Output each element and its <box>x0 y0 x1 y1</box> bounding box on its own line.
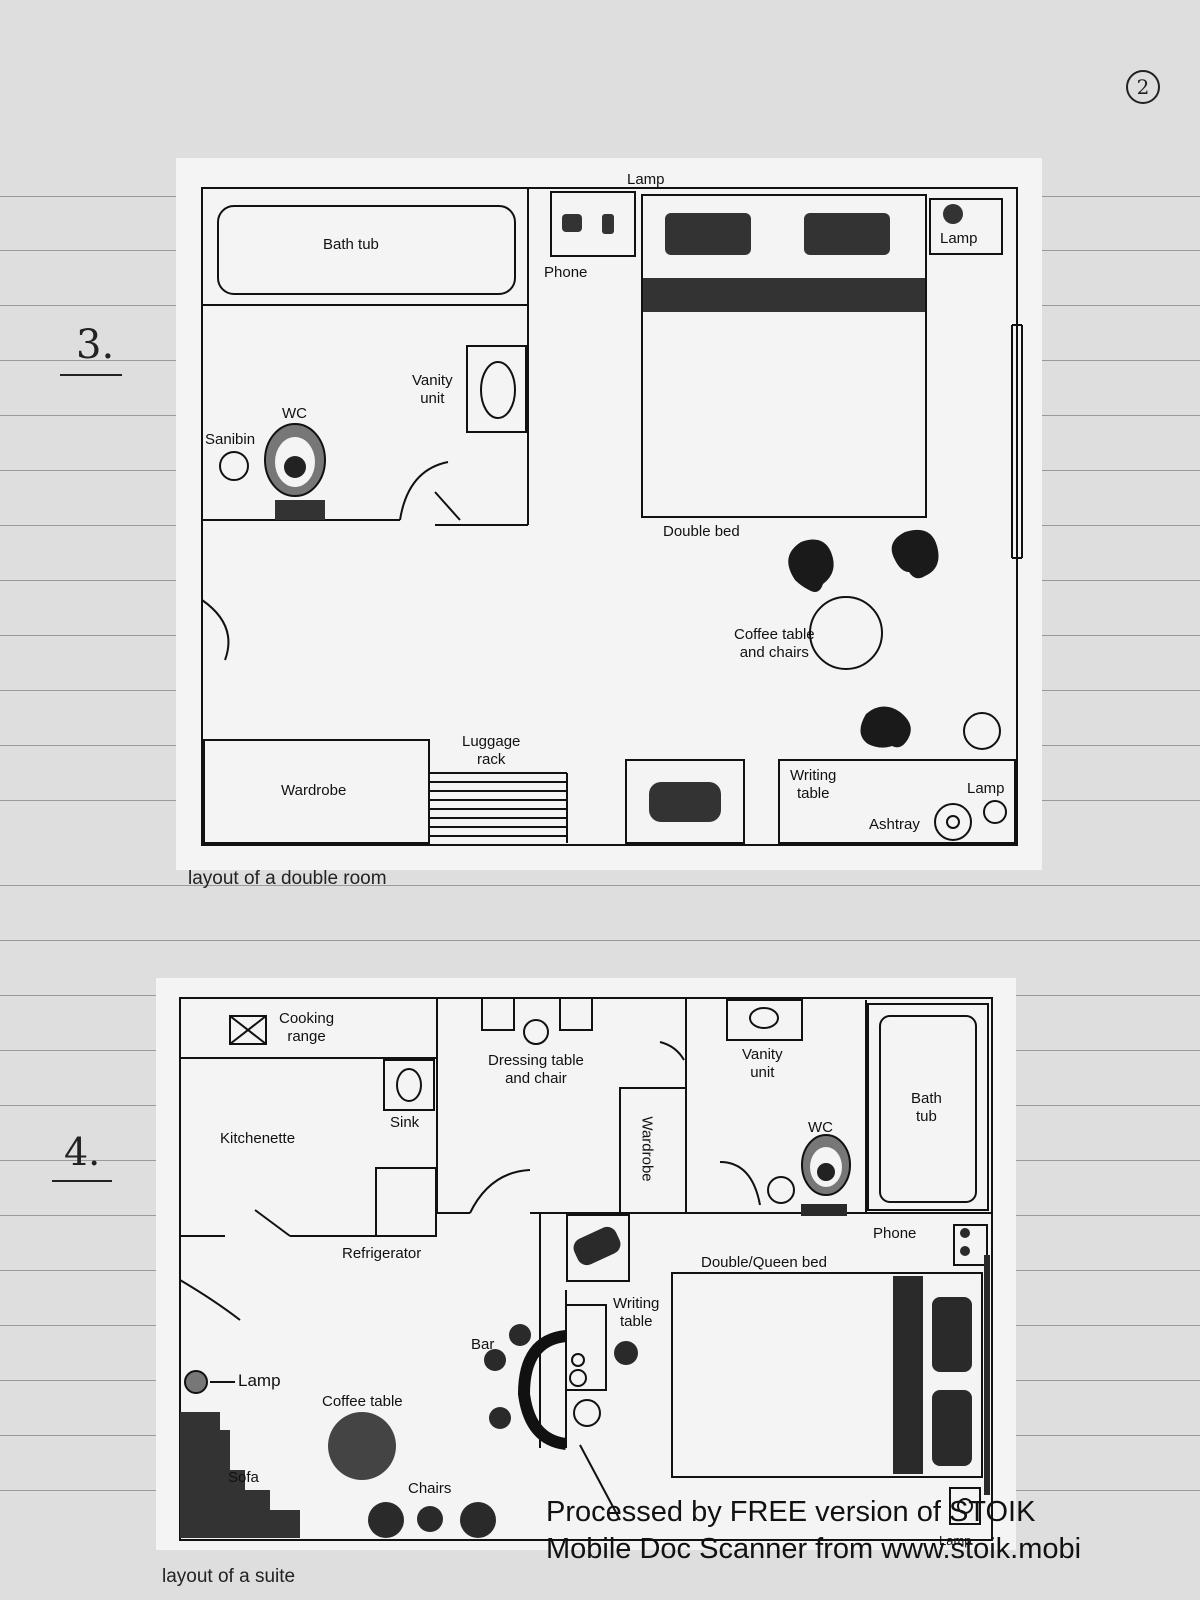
cooking-range-shape <box>229 1015 267 1045</box>
label-suite-vanity: Vanity unit <box>742 1046 783 1081</box>
wc-shape <box>264 423 326 497</box>
label-lamp-top: Lamp <box>627 171 665 188</box>
vanity-shape <box>466 345 527 433</box>
sofa-shape <box>180 1412 300 1538</box>
label-sanibin: Sanibin <box>205 431 256 448</box>
double-room-caption: layout of a double room <box>188 868 387 889</box>
tv-cabinet <box>625 759 745 844</box>
suite-caption: layout of a suite <box>162 1566 296 1587</box>
section-number-3: 3. <box>76 322 115 368</box>
label-double-bed: Double bed <box>663 523 740 540</box>
label-coffee-table: Coffee table and chairs <box>734 626 815 661</box>
kitchen-door <box>179 1279 241 1321</box>
label-suite-lamp-bottom: Lamp <box>939 1533 972 1548</box>
label-sink: Sink <box>390 1114 420 1131</box>
bar-counter <box>517 1330 568 1450</box>
label-suite-bath: Bath tub <box>911 1090 942 1125</box>
sanibin-shape <box>219 451 249 481</box>
label-ashtray: Ashtray <box>869 816 920 833</box>
label-suite-wardrobe: Wardrobe <box>638 1116 656 1182</box>
section-number-4: 4. <box>64 1130 101 1174</box>
label-bar: Bar <box>471 1336 495 1353</box>
bed-shape <box>641 194 927 518</box>
section-4-underline <box>52 1180 112 1182</box>
label-dressing-table: Dressing table and chair <box>488 1052 584 1087</box>
label-lamp-bottom: Lamp <box>967 780 1005 797</box>
label-lamp-right: Lamp <box>940 230 978 247</box>
suite-writing-table-shape <box>565 1304 607 1391</box>
watermark-line-1: Processed by FREE version of STOIK <box>546 1496 1036 1528</box>
watermark-line-2: Mobile Doc Scanner from www.stoik.mobi <box>546 1533 1082 1565</box>
label-luggage-rack: Luggage rack <box>462 733 521 768</box>
phone-nook <box>550 191 636 257</box>
label-writing-table: Writing table <box>790 767 837 802</box>
label-queen-bed: Double/Queen bed <box>701 1254 827 1271</box>
label-wardrobe: Wardrobe <box>281 782 347 799</box>
bathtub-shape <box>217 205 516 295</box>
suite-vanity-shape <box>726 999 803 1041</box>
label-suite-lamp: Lamp <box>238 1371 281 1390</box>
label-kitchenette: Kitchenette <box>220 1130 296 1147</box>
suite-bed-shape <box>671 1272 983 1478</box>
label-suite-wc: WC <box>808 1119 833 1136</box>
room-outline <box>201 187 1018 846</box>
pillow-right <box>804 213 890 255</box>
pillow-left <box>665 213 751 255</box>
armchairs <box>788 529 939 748</box>
suite-outline <box>179 997 993 1541</box>
label-suite-phone: Phone <box>873 1225 917 1242</box>
page-number-value: 2 <box>1126 70 1160 104</box>
label-cooking-range: Cooking range <box>279 1010 335 1045</box>
wardrobe-shape <box>203 739 430 844</box>
suite-bathtub-outer <box>867 1003 989 1211</box>
suite-wc-shape <box>801 1134 851 1196</box>
label-sofa: Sofa <box>228 1469 259 1486</box>
dressing-shape <box>481 997 515 1031</box>
page-number: 2 <box>1126 70 1160 104</box>
bed-headboard <box>893 1276 923 1474</box>
label-coffee-table: Coffee table <box>322 1393 403 1410</box>
label-chairs: Chairs <box>408 1480 452 1497</box>
refrigerator-shape <box>375 1167 437 1237</box>
bathroom-door <box>399 461 449 521</box>
sink-shape <box>383 1059 435 1111</box>
label-suite-writing-table: Writing table <box>613 1295 660 1330</box>
tv-shape <box>649 782 721 822</box>
label-wc: WC <box>282 405 307 422</box>
label-phone: Phone <box>544 264 588 281</box>
entry-door <box>201 599 230 661</box>
bed-runner <box>643 278 925 312</box>
section-3-underline <box>60 374 122 376</box>
label-refrigerator: Refrigerator <box>342 1245 422 1262</box>
coffee-table-round <box>328 1412 396 1480</box>
writing-table-shape <box>778 759 1016 844</box>
label-vanity-unit: Vanity unit <box>412 372 453 407</box>
tv-nook <box>566 1214 630 1282</box>
coffee-table-shape <box>809 596 883 670</box>
luggage-rack-shape <box>430 772 568 843</box>
label-bath-tub: Bath tub <box>323 236 379 253</box>
